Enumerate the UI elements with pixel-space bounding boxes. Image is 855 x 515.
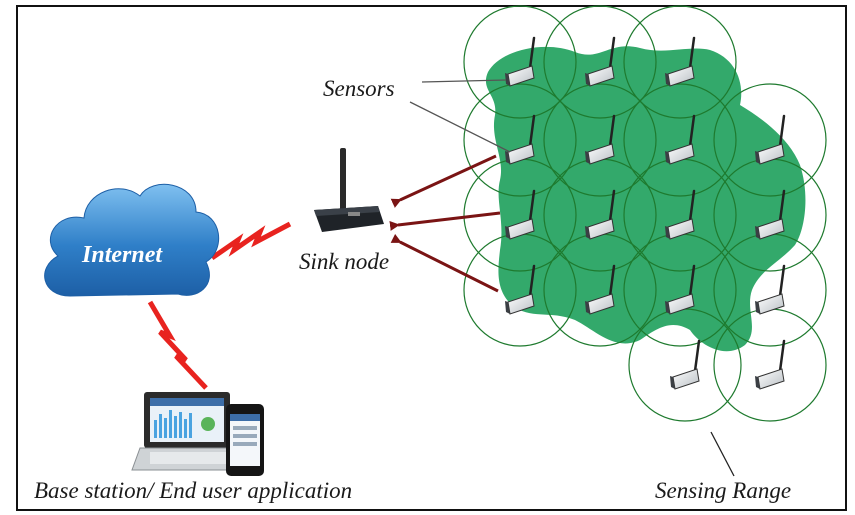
lightning-link-icon — [210, 221, 292, 261]
laptop-icon — [131, 392, 245, 471]
sensing-range-circle — [463, 5, 577, 119]
sensing-range-circle — [543, 5, 657, 119]
sensor-node-icon — [585, 189, 616, 240]
sensor-node-icon — [585, 264, 616, 315]
sensor-node-icon — [665, 189, 696, 240]
phone-icon — [226, 404, 264, 476]
sensor-node-icon — [505, 264, 536, 315]
sensor-node-icon — [670, 339, 701, 390]
sensing-range-circle — [623, 83, 737, 197]
sensors-pointer-line — [421, 79, 507, 83]
sensor-node-icon — [755, 114, 786, 165]
sensor-node-icon — [755, 264, 786, 315]
data-arrow — [389, 211, 501, 231]
sensor-node-icon — [665, 264, 696, 315]
sink-node-label: Sink node — [299, 249, 390, 274]
lightning-link-icon — [147, 300, 208, 390]
sensing-range-circle — [543, 83, 657, 197]
sensing-range-circle — [463, 83, 577, 197]
sensor-node-icon — [665, 36, 696, 87]
range-pointer-line — [710, 431, 735, 477]
sensor-node-icon — [755, 339, 786, 390]
sensing-range-circle — [713, 83, 827, 197]
data-arrow — [390, 154, 497, 208]
router-icon — [314, 148, 384, 232]
data-arrow — [390, 233, 499, 293]
coverage-area — [485, 46, 806, 352]
sensor-node-icon — [665, 114, 696, 165]
sensor-node-icon — [585, 36, 616, 87]
sensors-pointer-line — [409, 101, 511, 153]
sensing-range-label: Sensing Range — [655, 478, 792, 503]
sensor-node-icon — [505, 36, 536, 87]
sensors-label: Sensors — [323, 76, 395, 101]
sensor-nodes — [505, 36, 786, 390]
diagram-frame — [16, 5, 847, 511]
sensor-node-icon — [585, 114, 616, 165]
cloud-icon — [44, 183, 220, 297]
sensor-node-icon — [755, 189, 786, 240]
sensor-node-icon — [505, 114, 536, 165]
base-station-label: Base station/ End user application — [34, 478, 353, 503]
internet-label: Internet — [82, 242, 163, 268]
sensing-range-circles — [463, 5, 827, 422]
sensor-node-icon — [505, 189, 536, 240]
sensing-range-circle — [623, 5, 737, 119]
data-arrows — [389, 154, 501, 293]
sensing-range-circle — [713, 308, 827, 422]
